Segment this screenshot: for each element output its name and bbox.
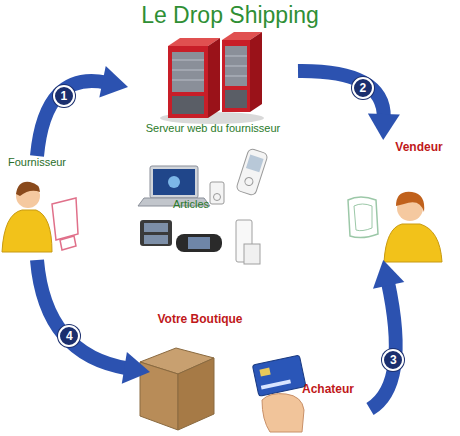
node-label: Vendeur: [382, 140, 456, 154]
articles-devices-part: [168, 176, 180, 188]
articles-devices-part-part: [244, 176, 254, 186]
cardboard-box: [140, 348, 214, 430]
server-illustration-part: [225, 46, 247, 86]
flow-arrow: [370, 260, 404, 409]
seller-person-part: [354, 204, 372, 231]
arrow-shaft: [37, 81, 106, 156]
arrow-head: [99, 66, 128, 97]
server-illustration-part: [172, 70, 204, 71]
arrow-shaft: [370, 282, 396, 409]
supplier-person-part: [2, 210, 52, 252]
arrow-head: [122, 352, 150, 384]
articles-devices-part: [236, 148, 269, 196]
articles-devices-part: [210, 182, 224, 204]
flow-arrow: [37, 260, 150, 384]
articles-devices-part: [150, 166, 198, 198]
server-illustration-part: [172, 80, 204, 81]
supplier-person-part: [16, 182, 40, 196]
arrow-head: [373, 260, 404, 289]
supplier-node: Fournisseur: [0, 156, 74, 260]
arrow-shaft: [37, 260, 128, 368]
seller-person-part: [348, 197, 378, 238]
supplier-person-part: [60, 236, 76, 250]
cardboard-box-part: [178, 358, 214, 430]
articles-devices: [138, 148, 268, 264]
server-illustration-part: [225, 76, 247, 77]
articles-devices-part: [188, 237, 210, 249]
credit-card-hand-part: [262, 394, 304, 432]
node-label: Serveur web du fournisseur: [128, 122, 298, 135]
node-label: Achateur: [302, 382, 370, 396]
articles-node: Articles: [132, 160, 300, 270]
articles-devices-part-part: [246, 155, 264, 173]
articles-devices-part: [244, 244, 260, 264]
shop-node: Votre Boutique: [150, 312, 250, 432]
server-illustration-part: [225, 66, 247, 67]
articles-devices-part: [214, 194, 221, 201]
server-illustration-part: [250, 32, 262, 112]
arrow-head: [368, 114, 400, 140]
buyer-node: Achateur: [252, 340, 370, 432]
server-illustration-part: [222, 40, 250, 112]
node-label: Fournisseur: [0, 156, 74, 169]
articles-devices-part: [140, 220, 172, 246]
seller-node: Vendeur: [352, 140, 456, 260]
credit-card-hand-part-part: [252, 355, 306, 396]
articles-devices-part: [176, 234, 222, 252]
node-label: Votre Boutique: [150, 312, 250, 326]
server-illustration-part: [208, 38, 220, 118]
server-node: Serveur web du fournisseur: [128, 34, 298, 140]
server-illustration-part: [172, 52, 204, 92]
server-illustration-part: [225, 56, 247, 57]
credit-card-hand-part: [252, 355, 306, 396]
step-number: 4: [58, 325, 80, 347]
credit-card-hand: [252, 355, 306, 432]
flow-arrow: [298, 71, 400, 140]
articles-devices-part: [144, 223, 168, 232]
supplier-person-part: [52, 198, 78, 240]
articles-devices-part: [144, 235, 168, 244]
server-illustration-part: [225, 90, 247, 108]
server-illustration-part: [172, 60, 204, 61]
supplier-person: [2, 182, 78, 252]
seller-person-part: [396, 192, 424, 212]
seller-person: [348, 192, 442, 262]
articles-devices-part: [153, 169, 195, 195]
step-number: 2: [352, 77, 374, 99]
server-illustration-part: [168, 46, 208, 118]
server-illustration-part: [172, 96, 204, 114]
flow-arrow: [37, 66, 128, 156]
server-illustration: [160, 32, 264, 124]
credit-card-hand-part-part: [259, 368, 270, 377]
step-number: 3: [382, 349, 404, 371]
articles-devices-part-part: [236, 148, 269, 196]
node-label: Articles: [166, 198, 216, 211]
seller-person-part: [384, 224, 442, 262]
diagram-title: Le Drop Shipping: [0, 2, 460, 29]
arrow-shaft: [298, 71, 384, 118]
credit-card-hand-part-part: [261, 379, 291, 389]
step-number: 1: [53, 85, 75, 107]
